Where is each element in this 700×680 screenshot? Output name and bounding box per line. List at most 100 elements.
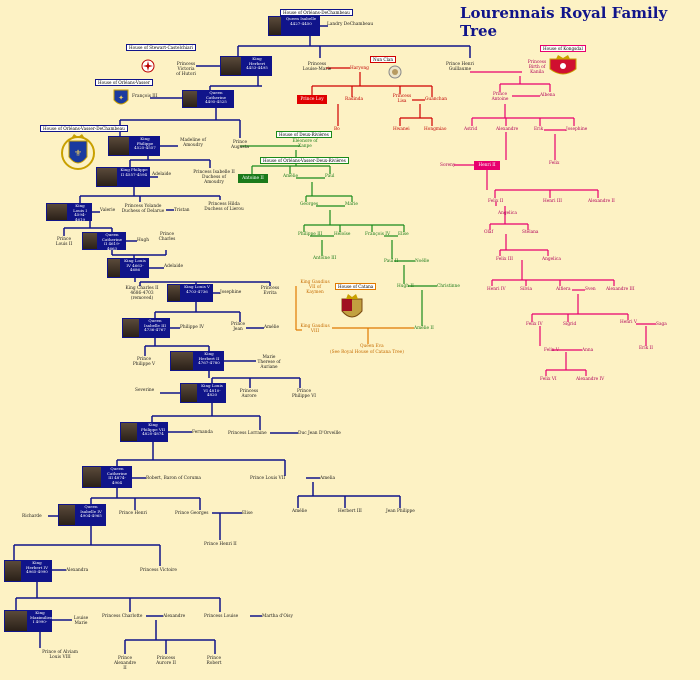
- person-label[interactable]: Anna: [582, 348, 594, 353]
- person-label[interactable]: Prince Antoine: [491, 92, 509, 102]
- person-label[interactable]: Princess Charlotte: [102, 614, 143, 619]
- person-box[interactable]: Queen Isabelle IV 4904-4965: [76, 504, 106, 526]
- person-label[interactable]: Henri III: [543, 199, 562, 204]
- person-label[interactable]: Henri V: [620, 320, 637, 325]
- person-label[interactable]: Adelaide: [152, 172, 172, 177]
- person-label[interactable]: Valerie: [100, 208, 116, 213]
- person-label[interactable]: Felix III: [496, 257, 513, 262]
- person-label[interactable]: Paul: [325, 174, 335, 179]
- person-label[interactable]: Hwanei: [393, 127, 410, 132]
- person-label[interactable]: Felix V: [544, 348, 559, 353]
- person-label[interactable]: Princess Yolande Duchess of Delarue: [121, 204, 165, 214]
- person-label[interactable]: Georges: [300, 202, 319, 207]
- person-label[interactable]: Prince Georges: [175, 511, 209, 516]
- person-label[interactable]: Prince Jean: [231, 322, 246, 332]
- person-label[interactable]: King Charles II 4686-4703 (removed): [125, 286, 159, 301]
- person-box[interactable]: King Philippe VII 4820-4874: [138, 422, 168, 442]
- person-label[interactable]: Philippe IV: [180, 325, 204, 330]
- person-label[interactable]: Princess Isabelle II Duchess of Amoudry: [193, 170, 235, 185]
- person-label[interactable]: Sigrid: [563, 322, 577, 327]
- person-box[interactable]: Prince Loy: [297, 95, 327, 104]
- person-label[interactable]: Amélie II: [414, 326, 434, 331]
- person-label[interactable]: Tristan: [174, 208, 190, 213]
- person-label[interactable]: Angelica: [542, 257, 561, 262]
- person-label[interactable]: François IV: [365, 232, 391, 237]
- person-label[interactable]: Princess Hilda Duchess of Lierou: [204, 202, 244, 212]
- person-box[interactable]: Queen Catherine 4495-4525: [198, 90, 234, 108]
- person-label[interactable]: Princess Louise: [204, 614, 239, 619]
- person-label[interactable]: Richarde: [22, 514, 42, 519]
- person-label[interactable]: Marie Therese of Auriane: [257, 355, 281, 370]
- person-box[interactable]: Antoine II: [238, 174, 268, 183]
- person-label[interactable]: Prince of Alviam Louis VIII: [42, 650, 78, 660]
- person-label[interactable]: Noëlle: [415, 259, 430, 264]
- person-label[interactable]: Marie: [345, 202, 358, 207]
- person-label[interactable]: Princess Birth of Kanila: [527, 60, 547, 75]
- person-label[interactable]: Adelaide: [164, 264, 184, 269]
- person-label[interactable]: Philippe III: [298, 232, 323, 237]
- person-label[interactable]: Robert, Baron of Coruma: [146, 476, 201, 481]
- person-label[interactable]: Guanchan: [425, 97, 448, 102]
- person-label[interactable]: Angelica: [498, 211, 517, 216]
- person-label[interactable]: Hugh: [137, 238, 150, 243]
- person-label[interactable]: King Gaudius VIII: [300, 324, 330, 334]
- person-label[interactable]: Princess Lorraine: [228, 431, 267, 436]
- person-label[interactable]: Prince Henri Guillaume: [446, 62, 474, 72]
- person-label[interactable]: Princess Lisa: [392, 94, 412, 104]
- person-box[interactable]: Queen Isabelle III 4736-4767: [140, 318, 170, 338]
- person-label[interactable]: Josephine: [566, 127, 588, 132]
- person-box[interactable]: King Louis I 4594-4619: [68, 203, 92, 222]
- person-label[interactable]: Prince Louis VII: [250, 476, 286, 481]
- person-label[interactable]: Felix VI: [540, 377, 557, 382]
- person-label[interactable]: Amélie: [292, 509, 308, 514]
- person-label[interactable]: Madeline of Amoudry: [180, 138, 206, 148]
- person-label[interactable]: Alexandre II: [588, 199, 615, 204]
- person-label[interactable]: Silvia: [520, 287, 533, 292]
- person-label[interactable]: Saga: [656, 322, 667, 327]
- person-label[interactable]: Elise: [398, 232, 409, 237]
- person-label[interactable]: Astrid: [464, 127, 478, 132]
- person-box[interactable]: Queen Catherine II 4619-4663: [98, 232, 126, 251]
- person-label[interactable]: Eléonore of Xanpe: [292, 139, 318, 149]
- person-label[interactable]: Hongmiao: [424, 127, 447, 132]
- person-label[interactable]: Prince Robert: [206, 656, 222, 666]
- person-label[interactable]: Princess Victoire: [140, 568, 177, 573]
- person-box[interactable]: King Louis V 4703-4736: [181, 284, 213, 302]
- person-label[interactable]: Alexandre III: [606, 287, 635, 292]
- person-label[interactable]: François III: [132, 94, 158, 99]
- person-label[interactable]: Amelia: [320, 476, 336, 481]
- person-label[interactable]: Hugh II: [397, 284, 414, 289]
- person-label[interactable]: Princess Louise-Marie: [302, 62, 332, 72]
- person-label[interactable]: Prince Louis II: [55, 237, 73, 247]
- person-box[interactable]: Henri II: [474, 161, 500, 170]
- person-label[interactable]: Princess Evrita: [260, 286, 280, 296]
- person-label[interactable]: Queen Eva: [360, 344, 384, 349]
- person-label[interactable]: Bo: [334, 127, 340, 132]
- person-label[interactable]: Christinne: [437, 284, 460, 289]
- person-label[interactable]: Alexandre: [163, 614, 186, 619]
- person-label[interactable]: Prince Alexandre II: [113, 656, 137, 671]
- person-label[interactable]: Amélie: [264, 325, 280, 330]
- person-label[interactable]: Josephine: [220, 290, 242, 295]
- person-label[interactable]: Felix: [549, 161, 560, 166]
- person-box[interactable]: King Herbert IV 4965-4990: [22, 560, 52, 582]
- person-label[interactable]: Fernanda: [192, 430, 213, 435]
- person-box[interactable]: King Philippe 4525-4557: [130, 136, 160, 156]
- person-label[interactable]: Stelana: [522, 230, 539, 235]
- person-box[interactable]: King Philippe II 4557-4594: [118, 167, 150, 187]
- person-box[interactable]: King Louis IV 4663-4686: [121, 258, 149, 278]
- person-label[interactable]: Prince Philippe V: [132, 357, 156, 367]
- person-label[interactable]: Soreny: [440, 163, 456, 168]
- person-label[interactable]: Haryong: [350, 66, 369, 71]
- person-label[interactable]: Alfiera: [556, 287, 571, 292]
- person-box[interactable]: Queen Isabelle 4427-4450: [282, 16, 320, 36]
- person-label[interactable]: (See Royal House of Catana Tree): [330, 350, 404, 355]
- person-label[interactable]: Sven: [585, 287, 596, 292]
- person-label[interactable]: Princess Aurore II: [156, 656, 176, 666]
- person-label[interactable]: Erik: [534, 127, 544, 132]
- person-box[interactable]: King Maximilien I 4990-: [28, 610, 53, 632]
- person-label[interactable]: Felix IV: [526, 322, 543, 327]
- person-label[interactable]: Héloïse: [334, 232, 351, 237]
- person-box[interactable]: King Herbert II 4767-4780: [194, 351, 224, 371]
- person-label[interactable]: Prince Philippe VI: [292, 389, 316, 399]
